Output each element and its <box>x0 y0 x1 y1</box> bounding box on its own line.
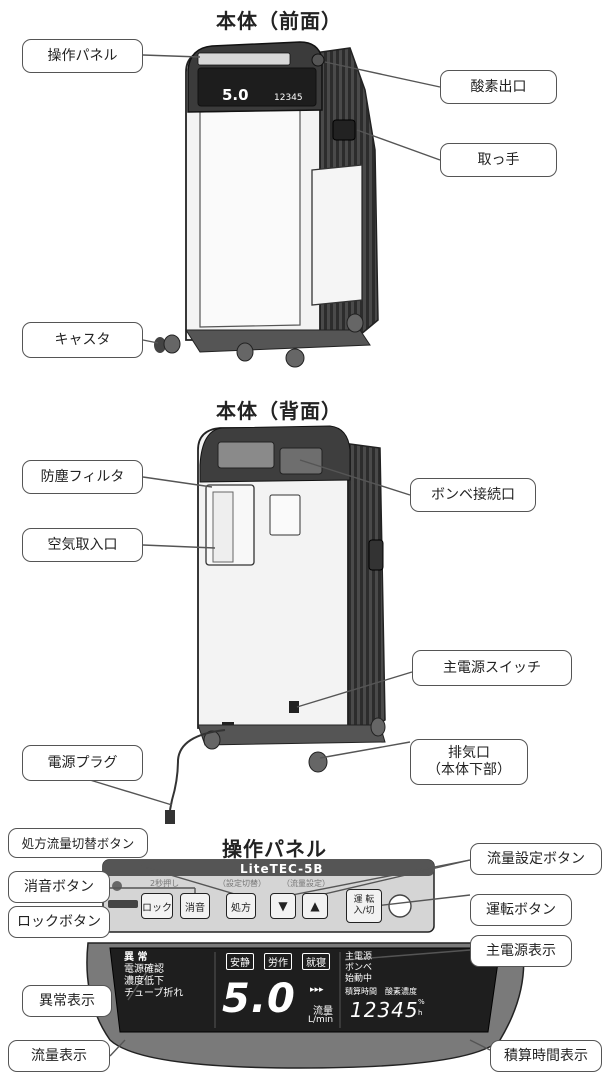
run-button[interactable]: 運 転 入/切 <box>346 889 382 923</box>
callout-main-power-switch: 主電源スイッチ <box>412 650 572 686</box>
callout-prescription-flow-button: 処方流量切替ボタン <box>8 828 148 858</box>
lock-button[interactable]: ロック <box>141 893 173 919</box>
callout-handle: 取っ手 <box>440 143 557 177</box>
display-cylinder: ボンベ <box>345 963 373 973</box>
front-lcd-hours: 12345 <box>274 93 303 103</box>
concentration-label: 酸素濃度 <box>385 987 417 996</box>
callout-exhaust: 排気口 （本体下部） <box>410 739 528 785</box>
back-view-title: 本体（背面） <box>216 399 342 423</box>
display-starting: 始動中 <box>345 974 373 984</box>
mode-sleep: 就寝 <box>302 953 330 970</box>
display-main-power: 主電源 <box>345 952 373 962</box>
callout-air-intake: 空気取入口 <box>22 528 143 562</box>
run-button-label-bottom: 入/切 <box>353 906 375 916</box>
flow-down-button[interactable]: ▼ <box>270 893 296 919</box>
unit-hour: h <box>418 1009 423 1017</box>
flow-value: 5.0 <box>222 976 296 1022</box>
mute-button-label: 消音 <box>185 902 205 914</box>
unit-percent: % <box>418 998 425 1006</box>
callout-caster: キャスタ <box>22 322 143 358</box>
panel-view-title: 操作パネル <box>222 837 327 861</box>
display-alarm: 異 常 <box>124 952 148 963</box>
callout-mute-button: 消音ボタン <box>8 871 110 903</box>
display-status-left: 異 常 電源確認 濃度低下 チューブ折れ <box>124 952 183 1000</box>
flow-arrows: ▸▸▸ <box>310 985 324 995</box>
callout-exhaust-line2: （本体下部） <box>427 762 511 778</box>
flow-up-button[interactable]: ▲ <box>302 893 328 919</box>
callout-run-button: 運転ボタン <box>470 894 572 926</box>
prescription-button-label: 処方 <box>231 902 251 914</box>
prescription-button[interactable]: 処方 <box>226 893 256 919</box>
front-view-title: 本体（前面） <box>216 9 342 33</box>
hours-label: 積算時間 <box>345 987 377 996</box>
hours-value: 12345 <box>350 998 419 1022</box>
callout-power-plug: 電源プラグ <box>22 745 143 781</box>
lock-button-label: ロック <box>142 902 172 914</box>
mute-button[interactable]: 消音 <box>180 893 210 919</box>
callout-operation-panel: 操作パネル <box>22 39 143 73</box>
callout-main-power-display: 主電源表示 <box>470 935 572 967</box>
flow-up-icon: ▲ <box>310 899 320 913</box>
callout-lock-button: ロックボタン <box>8 906 110 938</box>
callout-oxygen-outlet: 酸素出口 <box>440 70 557 104</box>
back-unit-drawing <box>165 425 386 824</box>
mode-exertion: 労作 <box>264 953 292 970</box>
display-status-right: 主電源 ボンベ 始動中 <box>345 952 372 985</box>
display-low-concentration: 濃度低下 <box>124 976 164 987</box>
flow-down-icon: ▼ <box>278 899 288 913</box>
display-tube-kink: チューブ折れ <box>124 988 184 999</box>
callout-flow-setting-button: 流量設定ボタン <box>470 843 602 875</box>
panel-hold-hint: 2秒押し <box>150 879 180 888</box>
callout-hours-display: 積算時間表示 <box>490 1040 602 1072</box>
leader-lines <box>89 54 491 1057</box>
run-button-label-top: 運 転 <box>353 895 375 905</box>
callout-cylinder-connector: ボンベ接続口 <box>410 478 536 512</box>
panel-brand-logo: LiteTEC-5B <box>240 862 324 876</box>
front-lcd-flow: 5.0 <box>222 86 249 104</box>
flow-unit: L/min <box>308 1015 334 1025</box>
panel-rx-hint: （設定切替） <box>218 879 266 888</box>
callout-exhaust-line1: 排気口 <box>448 745 490 761</box>
mode-rest: 安静 <box>226 953 254 970</box>
callout-dust-filter: 防塵フィルタ <box>22 460 143 494</box>
panel-flow-hint: （流量設定） <box>282 879 330 888</box>
display-power-check: 電源確認 <box>124 964 164 975</box>
callout-error-display: 異常表示 <box>22 985 112 1017</box>
flow-label: 流量 <box>313 1006 333 1017</box>
front-unit-drawing <box>154 41 379 368</box>
callout-flow-display: 流量表示 <box>8 1040 110 1072</box>
